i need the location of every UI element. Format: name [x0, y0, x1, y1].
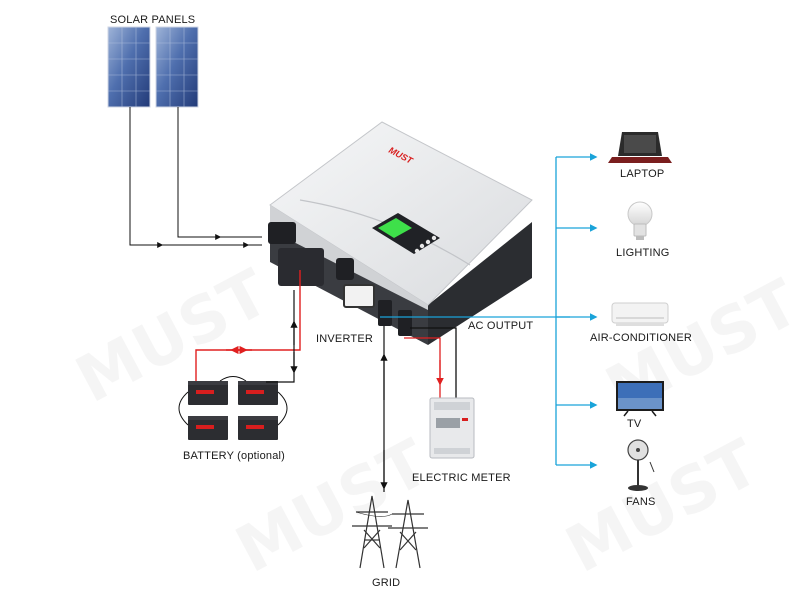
electric-meter-icon	[429, 397, 475, 459]
solar-panels-label: SOLAR PANELS	[110, 14, 196, 26]
grid-label: GRID	[372, 577, 401, 589]
battery-icon	[238, 381, 278, 405]
light-bulb-icon	[627, 201, 653, 240]
ac-output-label: AC OUTPUT	[468, 320, 534, 332]
pv-wires	[129, 107, 262, 248]
fans-label: FANS	[626, 496, 656, 508]
battery-icon	[238, 416, 278, 440]
air-conditioner-label: AIR-CONDITIONER	[590, 332, 692, 344]
tv-label: TV	[627, 418, 642, 430]
battery-icon	[188, 381, 228, 405]
fan-icon	[627, 439, 655, 491]
laptop-icon	[608, 132, 672, 163]
electric-meter-label: ELECTRIC METER	[412, 472, 511, 484]
tv-icon	[616, 381, 664, 417]
battery-wires	[195, 270, 301, 383]
air-conditioner-icon	[611, 302, 669, 326]
inverter-icon	[268, 121, 533, 345]
battery-label: BATTERY (optional)	[183, 450, 286, 462]
solar-panel-icon	[155, 26, 199, 108]
inverter-label: INVERTER	[316, 333, 374, 345]
lighting-label: LIGHTING	[616, 247, 670, 259]
meter-wires	[404, 327, 457, 398]
laptop-label: LAPTOP	[620, 168, 665, 180]
battery-interconnects	[178, 376, 288, 426]
ac-output-wires	[380, 153, 598, 469]
transmission-tower-icon	[352, 495, 428, 569]
solar-panel-icon	[107, 26, 151, 108]
battery-icon	[188, 416, 228, 440]
